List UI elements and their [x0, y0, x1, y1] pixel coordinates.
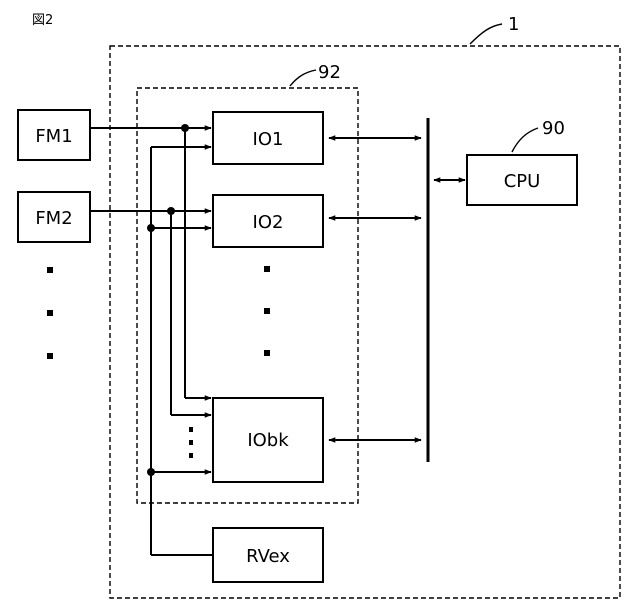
ellipsis-dot — [264, 308, 270, 314]
ellipsis-dot — [47, 310, 53, 316]
ref-io-group: 92 — [318, 62, 341, 83]
io-label-io2: IO2 — [253, 212, 284, 233]
io-label-io1: IO1 — [253, 129, 284, 150]
figure-label: 図2 — [32, 13, 53, 28]
io-label-iobk: IObk — [247, 430, 289, 451]
junction-dot — [147, 224, 155, 232]
ref-leader-io-group — [290, 70, 316, 86]
ref-outer: 1 — [508, 14, 519, 35]
cpu-label: CPU — [504, 171, 541, 192]
ref-leader-cpu — [512, 128, 538, 152]
module-label-fm1: FM1 — [35, 126, 72, 147]
ellipsis-dot — [264, 266, 270, 272]
ellipsis-dot — [189, 440, 193, 445]
junction-dot — [167, 207, 175, 215]
ellipsis-dot — [264, 350, 270, 356]
junction-dot — [181, 124, 189, 132]
ellipsis-dot — [47, 353, 53, 359]
ref-leader-outer — [470, 24, 502, 44]
ellipsis-dot — [47, 267, 53, 273]
module-label-fm2: FM2 — [35, 208, 72, 229]
ellipsis-dot — [189, 427, 193, 432]
rvex-label: RVex — [246, 546, 290, 567]
ref-cpu: 90 — [542, 118, 565, 139]
junction-dot — [147, 468, 155, 476]
ellipsis-dot — [189, 453, 193, 458]
